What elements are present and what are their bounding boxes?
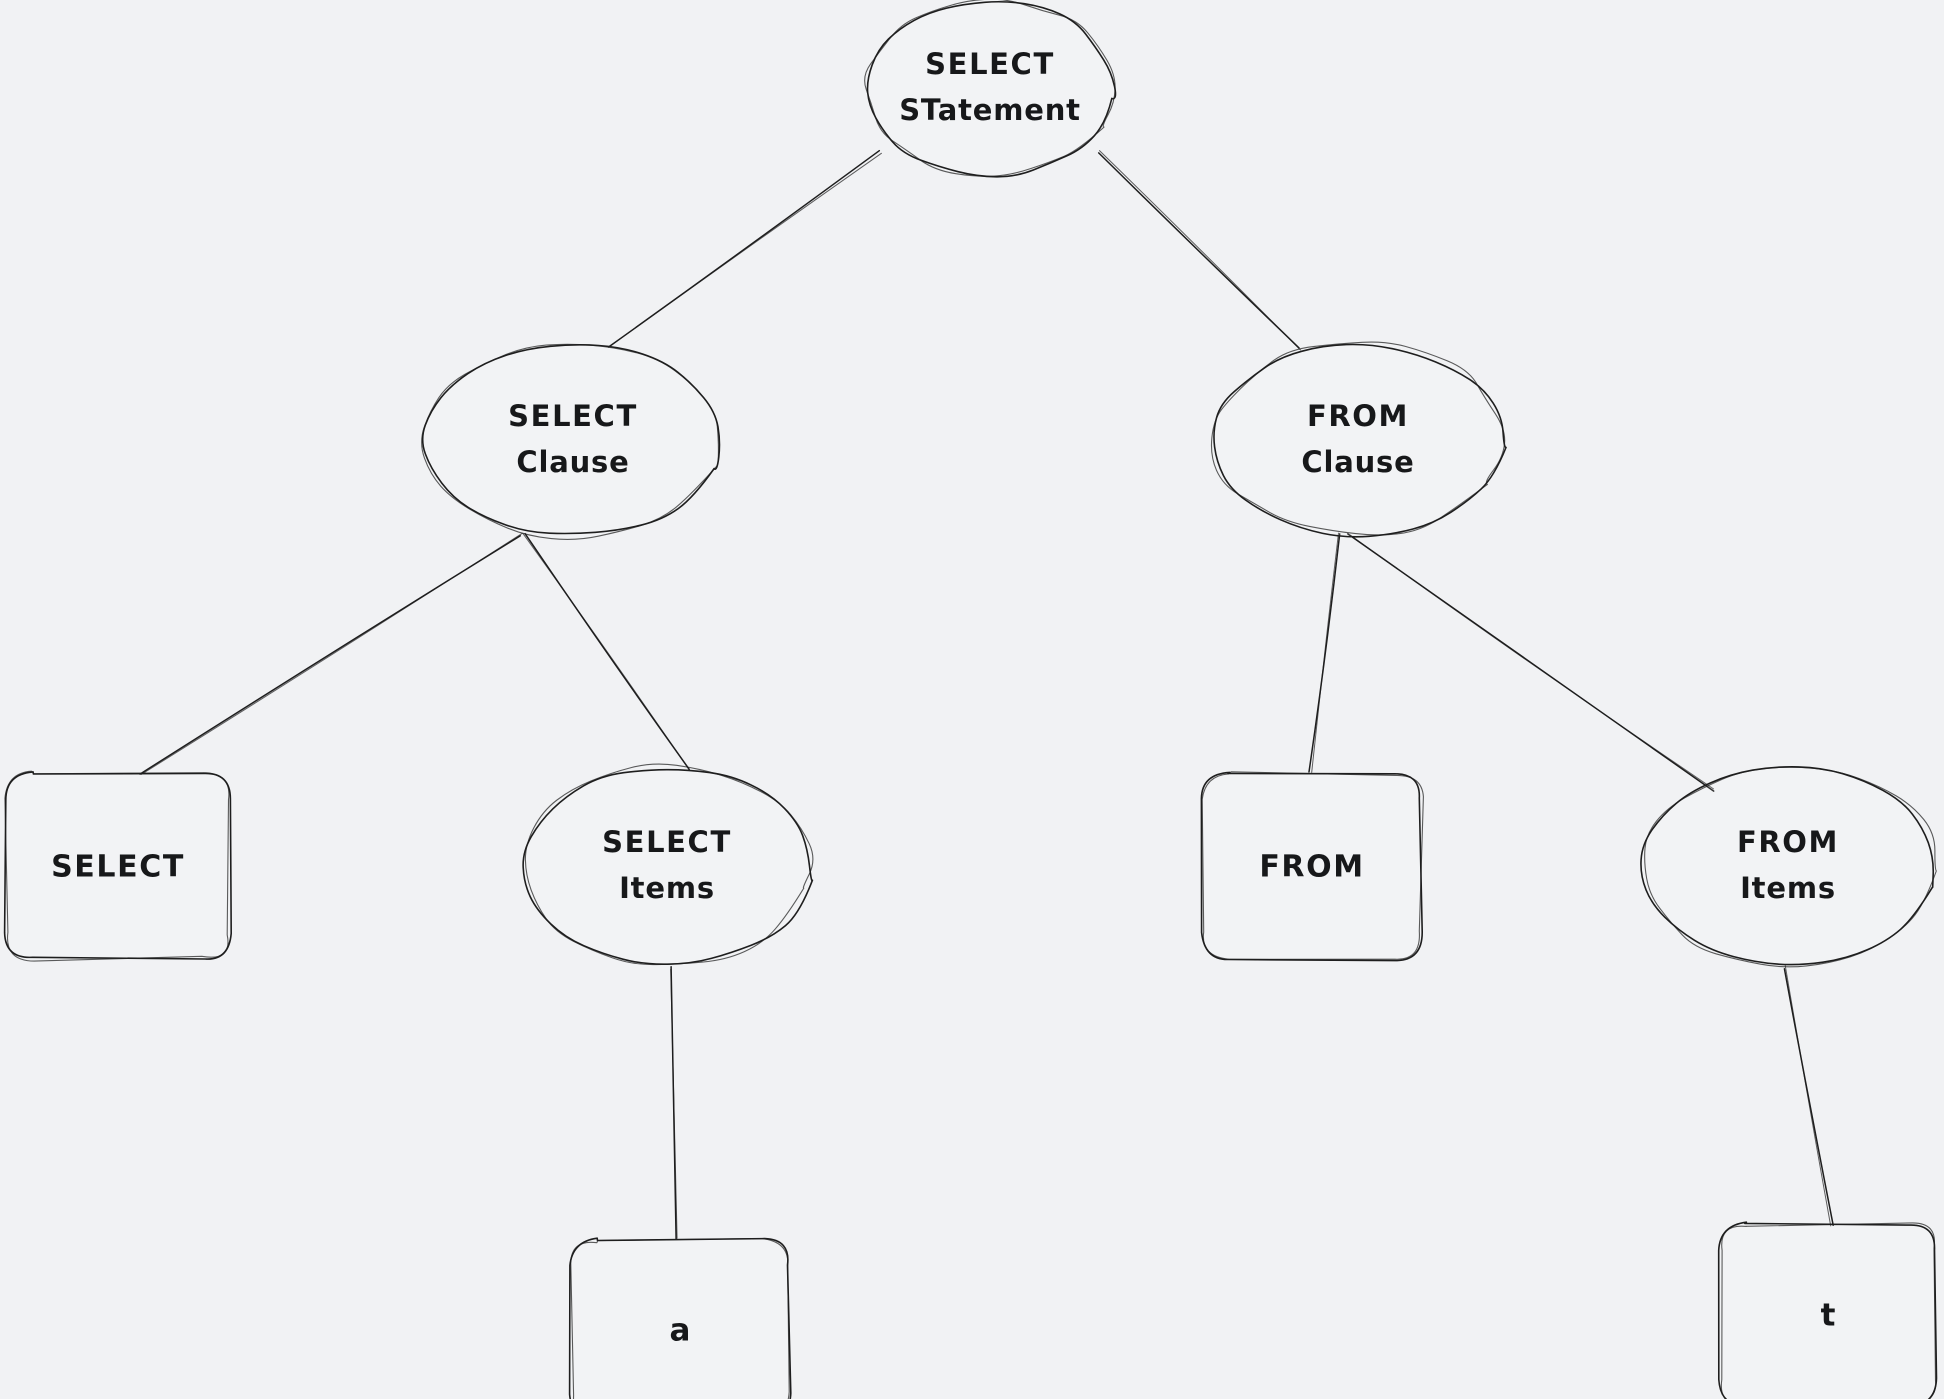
node-select-clause-label-line2: Clause [516, 445, 629, 479]
node-select-statement-label-line2: STatement [899, 93, 1081, 127]
edge-select-clause-terminal[interactable] [139, 532, 523, 775]
node-from-clause-label-line1: FROM [1307, 399, 1409, 433]
node-from-clause-label-line2: Clause [1301, 445, 1414, 479]
edge-from-clause-items-stroke-ghost [1349, 534, 1714, 790]
edge-from-items-t[interactable] [1783, 965, 1834, 1227]
edge-select-clause-items-stroke-ghost [522, 533, 690, 771]
edge-from-clause-terminal-stroke [1308, 533, 1341, 773]
node-select-items-label-line2: Items [619, 871, 715, 905]
node-value-a[interactable]: a [568, 1237, 792, 1399]
node-from-items-ellipse-ghost [1644, 766, 1937, 968]
edge-select-items-a[interactable] [670, 966, 678, 1240]
node-from-clause[interactable]: FROM Clause [1210, 341, 1507, 538]
edges-layer [139, 149, 1834, 1240]
node-value-t-rect-ghost [1720, 1222, 1937, 1399]
edge-select-clause-terminal-stroke-ghost [140, 532, 523, 775]
node-value-t-label: t [1821, 1298, 1836, 1334]
edge-stmt-select-clause[interactable] [607, 149, 882, 348]
node-select-items[interactable]: SELECT Items [522, 763, 814, 966]
edge-stmt-select-clause-stroke-ghost [609, 152, 882, 347]
node-select-statement-ellipse-ghost [864, 0, 1116, 177]
node-select-clause-ellipse-ghost [421, 343, 719, 540]
node-from-items-label-line2: Items [1740, 871, 1836, 905]
node-value-t-rect [1717, 1221, 1938, 1399]
node-from-terminal-rect [1200, 771, 1424, 962]
edge-from-clause-terminal[interactable] [1308, 532, 1341, 773]
edge-from-items-t-stroke [1783, 968, 1834, 1227]
edge-stmt-from-clause[interactable] [1097, 150, 1301, 351]
node-select-items-label-line1: SELECT [602, 825, 732, 859]
node-value-a-rect-ghost [570, 1237, 790, 1399]
edge-from-clause-items[interactable] [1347, 533, 1715, 792]
node-value-a-rect [568, 1237, 792, 1399]
nodes-layer: SELECTSTatementSELECTClauseFROMClauseSEL… [3, 0, 1938, 1399]
edge-from-items-t-stroke-ghost [1784, 965, 1832, 1227]
node-select-statement[interactable]: SELECT STatement [864, 0, 1117, 178]
node-from-terminal-rect-ghost [1201, 771, 1424, 960]
node-from-terminal[interactable]: FROM [1200, 771, 1424, 962]
node-from-items[interactable]: FROM Items [1640, 766, 1937, 968]
node-select-statement-label-line1: SELECT [925, 47, 1055, 81]
node-select-terminal-rect-ghost [4, 770, 230, 962]
node-select-items-ellipse-ghost [524, 763, 814, 966]
node-from-clause-ellipse-ghost [1210, 341, 1506, 536]
node-select-clause[interactable]: SELECT Clause [421, 343, 721, 540]
node-from-items-label-line1: FROM [1737, 825, 1839, 859]
edge-from-clause-terminal-stroke-ghost [1311, 532, 1339, 773]
node-select-terminal[interactable]: SELECT [3, 770, 232, 962]
node-value-a-label: a [670, 1313, 691, 1349]
node-select-clause-label-line1: SELECT [508, 399, 638, 433]
edge-stmt-from-clause-stroke-ghost [1099, 150, 1301, 351]
edge-select-clause-items[interactable] [522, 532, 690, 771]
node-value-t[interactable]: t [1717, 1221, 1938, 1399]
edge-select-items-a-stroke-ghost [670, 968, 678, 1239]
node-from-terminal-label: FROM [1259, 850, 1364, 885]
node-select-terminal-label: SELECT [51, 850, 185, 885]
node-from-items-ellipse [1640, 766, 1935, 966]
node-select-statement-ellipse [866, 0, 1117, 178]
